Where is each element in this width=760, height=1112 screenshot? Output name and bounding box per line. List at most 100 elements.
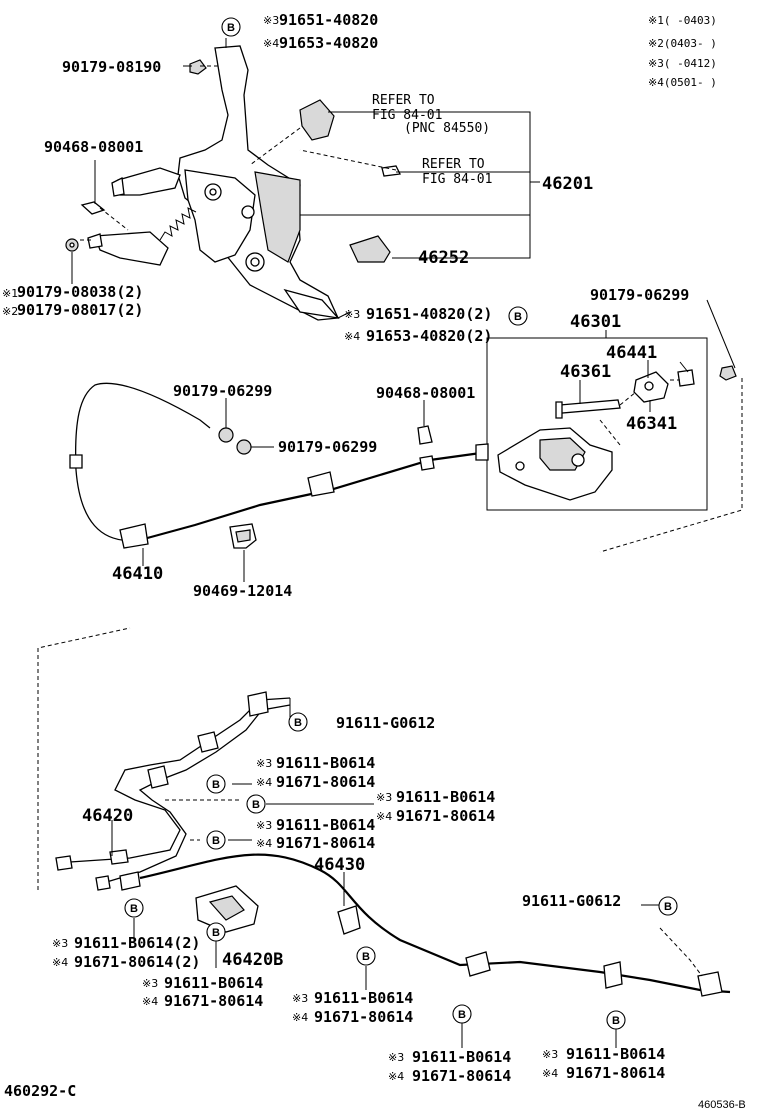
bullet-b-label: B [212, 927, 220, 939]
legend-mark: ※2 [648, 37, 664, 50]
part-mark: ※3 [256, 757, 272, 770]
part-number: 90179-08017(2) [17, 301, 143, 319]
part-number: 91671-80614 [566, 1064, 665, 1082]
bullet-b-label: B [362, 951, 370, 963]
part-number: 46252 [418, 248, 469, 268]
part-number: 91671-80614 [276, 834, 375, 852]
bullet-b-icon [452, 1004, 472, 1024]
part-number: 91611-B0614 [276, 816, 375, 834]
bullet-b-label: B [227, 22, 235, 34]
part-number: 91611-B0614 [276, 754, 375, 772]
lever-subassembly [486, 299, 743, 553]
labels-rear-cables: B 91611-G0612 ※3 91611-B0614 B ※4 91671-… [52, 712, 678, 1085]
part-mark: ※3 [292, 992, 308, 1005]
part-number: 91651-40820 [279, 11, 378, 29]
bullet-b-icon [606, 1010, 626, 1030]
part-number: 90179-06299 [278, 438, 377, 456]
refer-fig: FIG 84-01 [372, 108, 442, 123]
part-mark: ※3 [263, 14, 279, 27]
legend-range: ( -0412) [664, 57, 717, 70]
part-number: 91671-80614 [396, 807, 495, 825]
part-number: 90179-08038(2) [17, 283, 143, 301]
bullet-b-label: B [294, 717, 302, 729]
svg-text:※1( -0403): ※1( -0403) [648, 14, 717, 27]
part-number: 90468-08001 [376, 384, 475, 402]
part-number: 46361 [560, 362, 611, 382]
bullet-b-icon [206, 922, 226, 942]
diagram-code-left: 460292-C [4, 1082, 76, 1100]
part-mark: ※4 [52, 956, 68, 969]
bullet-b-label: B [612, 1015, 620, 1027]
part-number: 90179-06299 [173, 382, 272, 400]
part-mark: ※3 [388, 1051, 404, 1064]
pedal-bracket-assembly [65, 45, 401, 321]
footer: 460292-C 460536-B [4, 1082, 746, 1111]
legend-range: (0403- ) [664, 37, 717, 50]
part-mark: ※4 [376, 810, 392, 823]
part-number: 91611-B0614(2) [74, 934, 200, 952]
bullet-b-icon [288, 712, 308, 732]
bullet-b-icon [658, 896, 678, 916]
part-number: 91671-80614 [412, 1067, 511, 1085]
refer-label: REFER TO [422, 157, 485, 172]
legend: ※1( -0403) ※2(0403- ) ※3( -0412) ※4(0501… [648, 14, 717, 89]
part-number: 46420 [82, 806, 133, 826]
connection-dash [37, 627, 131, 890]
legend-range: (0501- ) [664, 76, 717, 89]
refer-pnc: (PNC 84550) [404, 121, 490, 136]
labels-top: B ※3 91651-40820 ※4 91653-40820 90179-08… [2, 11, 593, 345]
part-number: 91671-80614 [314, 1008, 413, 1026]
part-mark: ※4 [256, 776, 272, 789]
part-mark: ※4 [388, 1070, 404, 1083]
part-mark: ※3 [376, 791, 392, 804]
front-cable-assembly [69, 382, 489, 582]
bullet-b-label: B [514, 311, 522, 323]
part-number: 46201 [542, 174, 593, 194]
part-mark: ※1 [2, 287, 18, 300]
bullet-b-label: B [130, 903, 138, 915]
part-mark: ※3 [542, 1048, 558, 1061]
part-number: 91671-80614 [164, 992, 263, 1010]
part-number: 46341 [626, 414, 677, 434]
bullet-b-label: B [212, 779, 220, 791]
part-number: 91611-G0612 [336, 714, 435, 732]
part-number: 91611-G0612 [522, 892, 621, 910]
bullet-b-icon [124, 898, 144, 918]
part-number: 46430 [314, 855, 365, 875]
svg-text:※3( -0412): ※3( -0412) [648, 57, 717, 70]
leaders-top [71, 38, 540, 319]
refer-fig: FIG 84-01 [422, 172, 492, 187]
part-number: 46301 [570, 312, 621, 332]
bullet-b-icon [356, 946, 376, 966]
part-mark: ※3 [344, 308, 360, 321]
legend-range: ( -0403) [664, 14, 717, 27]
part-mark: ※3 [52, 937, 68, 950]
part-number: 90179-06299 [590, 286, 689, 304]
part-number: 91651-40820(2) [366, 305, 492, 323]
legend-mark: ※1 [648, 14, 664, 27]
bullet-b-icon [206, 774, 226, 794]
bullet-b-icon [206, 830, 226, 850]
part-mark: ※4 [344, 330, 360, 343]
part-number: 91611-B0614 [412, 1048, 511, 1066]
bullet-b-label: B [252, 799, 260, 811]
part-number: 91653-40820(2) [366, 327, 492, 345]
bullet-b-label: B [664, 901, 672, 913]
part-mark: ※4 [256, 837, 272, 850]
bullet-b-icon [246, 794, 266, 814]
legend-mark: ※3 [648, 57, 664, 70]
part-mark: ※4 [542, 1067, 558, 1080]
part-number: 91611-B0614 [164, 974, 263, 992]
part-mark: ※2 [2, 305, 18, 318]
part-mark: ※3 [256, 819, 272, 832]
bullet-b-icon [508, 306, 528, 326]
part-number: 46410 [112, 564, 163, 584]
part-number: 46420B [222, 950, 283, 970]
part-number: 91611-B0614 [566, 1045, 665, 1063]
svg-text:※2(0403- ): ※2(0403- ) [648, 37, 717, 50]
part-mark: ※4 [263, 37, 279, 50]
bullet-b-label: B [212, 835, 220, 847]
part-number: 91671-80614(2) [74, 953, 200, 971]
